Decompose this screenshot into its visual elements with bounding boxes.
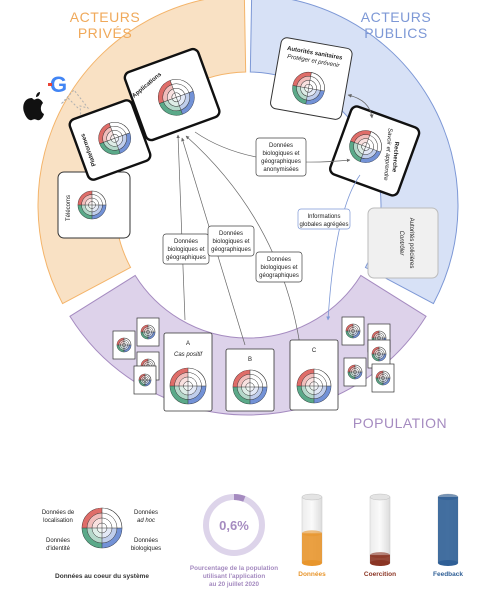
gauge-caption-line2: utilisant l'application <box>203 573 266 580</box>
gauge-value: 0,6% <box>219 518 249 533</box>
card-a-label: A <box>186 341 190 347</box>
private-header-line2: PRIVÉS <box>78 25 132 41</box>
anonymisees-line3: géographiques <box>261 159 301 165</box>
legend-identite-line2: d'identité <box>46 546 70 552</box>
recherche-data-target <box>349 130 382 163</box>
recherche-subtitle: Savoir et apprendre <box>382 128 393 182</box>
legend-biologiques-line1: Données <box>134 538 158 544</box>
data-export-arrow <box>60 89 90 131</box>
card-autorites-sanitaires[interactable]: Autorités sanitaires Protéger et préveni… <box>270 37 353 120</box>
small-card-l1 <box>112 330 136 360</box>
left-line1: Données <box>174 239 198 245</box>
bar-label-2: Feedback <box>433 571 463 578</box>
legend-adhoc-line2: ad hoc <box>137 518 155 524</box>
legend-caption: Données au coeur du système <box>55 573 149 580</box>
anonymisees-line2: biologiques et <box>262 151 299 157</box>
legend-localisation-line2: localisation <box>43 518 73 524</box>
small-target-r1 <box>345 323 361 339</box>
small-card-r1 <box>341 316 365 346</box>
card-telecoms[interactable]: Télécoms <box>57 171 131 239</box>
telecoms-data-target <box>77 190 107 220</box>
bar-feedback: Feedback <box>433 493 463 578</box>
left-line2: biologiques et <box>167 247 204 253</box>
left-line3: géographiques <box>166 255 206 261</box>
autorites-policieres-label: Autorités policières <box>408 218 414 269</box>
recherche-label: Recherche <box>390 141 399 173</box>
card-recherche[interactable]: Recherche Savoir et apprendre <box>329 105 421 197</box>
middle-line3: géographiques <box>211 247 251 253</box>
right-line1: Données <box>267 257 291 263</box>
card-autorites-policieres[interactable]: Autorités policières Contrôler <box>367 207 439 279</box>
gauge-caption-line1: Pourcentage de la population <box>190 565 278 572</box>
population-card-c[interactable]: C <box>289 339 339 411</box>
google-logo: G <box>48 72 67 97</box>
public-header-line2: PUBLICS <box>364 25 427 41</box>
small-target-l4 <box>138 373 152 387</box>
small-card-l2 <box>136 317 160 347</box>
anonymisees-line4: anonymisées <box>263 167 298 173</box>
card-plateformes[interactable]: Plateformes <box>68 99 152 182</box>
legend-adhoc-line1: Données <box>134 510 158 516</box>
flow-label-middle: Données biologiques et géographiques <box>207 225 255 257</box>
legend-data-target <box>81 507 123 549</box>
applications-data-target <box>157 79 195 116</box>
small-target-r4 <box>347 364 363 380</box>
small-target-r3 <box>371 346 387 362</box>
small-card-r4 <box>343 357 367 387</box>
telecoms-label: Télécoms <box>66 195 72 221</box>
gauge-fill <box>233 494 246 502</box>
gauge-caption-line3: au 20 juillet 2020 <box>209 581 260 588</box>
flow-label-left: Données biologiques et géographiques <box>162 233 210 265</box>
small-target-l1 <box>116 337 132 353</box>
indicator-bars: Données Coercition Feedback <box>298 493 463 578</box>
flow-label-anonymisees: Données biologiques et géographiques ano… <box>255 137 307 177</box>
card-c-data-target <box>296 368 332 404</box>
population-card-b[interactable]: B <box>225 348 275 412</box>
middle-line1: Données <box>219 231 243 237</box>
informations-line1: Informations <box>307 214 340 220</box>
anonymisees-line1: Données <box>269 143 293 149</box>
card-c-label: C <box>312 348 317 354</box>
card-applications[interactable]: Applications <box>123 47 221 142</box>
population-header: POPULATION <box>353 415 447 431</box>
informations-line2: globales agrégées <box>299 222 348 228</box>
legend: Données de localisation Données ad hoc D… <box>42 507 161 580</box>
flow-c-applications <box>185 135 301 346</box>
flow-label-informations: Informations globales agrégées <box>297 208 351 230</box>
sanitaires-data-target <box>292 71 325 105</box>
small-card-r3 <box>367 339 391 369</box>
google-logo-letter: G <box>50 72 67 97</box>
flow-a-applications <box>176 134 186 321</box>
legend-identite-line1: Données <box>46 538 70 544</box>
small-card-l4 <box>133 365 157 395</box>
private-header-line1: ACTEURS <box>70 9 140 25</box>
card-a-data-target <box>169 367 207 405</box>
right-line2: biologiques et <box>260 265 297 271</box>
public-header-line1: ACTEURS <box>361 9 431 25</box>
card-b-data-target <box>232 369 268 405</box>
population-card-a[interactable]: A Cas positif <box>163 332 213 412</box>
bar-label-1: Coercition <box>364 571 396 578</box>
sanitaires-recherche-arrow <box>347 93 374 119</box>
bar-données: Données <box>298 493 326 578</box>
legend-biologiques-line2: biologiques <box>131 546 161 552</box>
apple-logo <box>23 92 44 121</box>
card-a-subtitle: Cas positif <box>174 352 203 358</box>
small-target-r5 <box>375 370 391 386</box>
legend-localisation-line1: Données de <box>42 510 75 516</box>
bar-coercition: Coercition <box>364 493 396 578</box>
autorites-policieres-subtitle: Contrôler <box>398 231 404 257</box>
middle-line2: biologiques et <box>212 239 249 245</box>
plateformes-data-target <box>98 121 131 155</box>
usage-gauge: 0,6% Pourcentage de la population utilis… <box>190 494 278 588</box>
small-card-r5 <box>371 363 395 393</box>
flow-label-right: Données biologiques et géographiques <box>255 251 303 283</box>
right-line3: géographiques <box>259 273 299 279</box>
small-target-l2 <box>140 324 156 340</box>
card-b-label: B <box>248 357 252 363</box>
bar-label-0: Données <box>298 571 326 578</box>
